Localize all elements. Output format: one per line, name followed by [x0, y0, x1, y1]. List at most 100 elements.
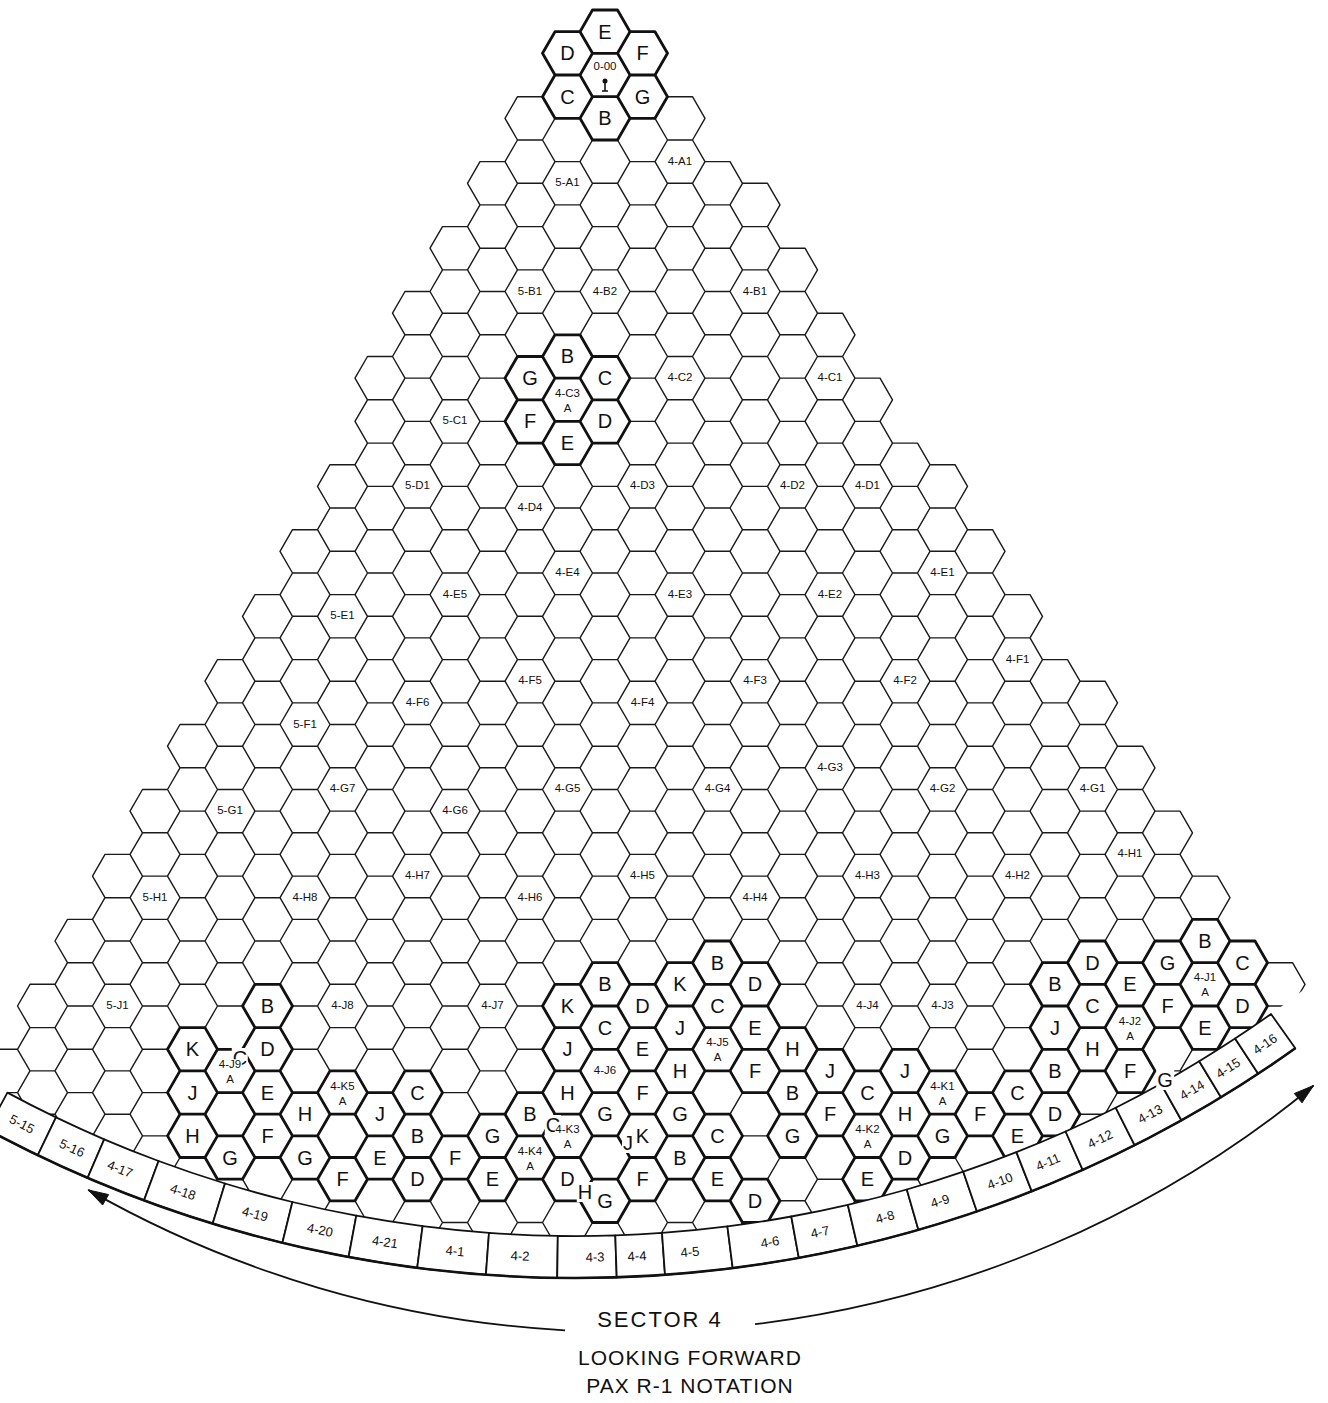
ring-segment [662, 1226, 733, 1274]
ring-cell: 4-4 [626, 1247, 648, 1263]
cell-letter: D [597, 411, 613, 431]
cluster-label: 4-B2 [592, 286, 618, 298]
cell-letter: F [335, 1169, 349, 1189]
cell-letter: G [596, 1104, 614, 1124]
cell-number: 4-1 [445, 1243, 465, 1260]
hex-cells [0, 10, 1305, 1266]
cell-number: 4-2 [510, 1248, 529, 1264]
cell-letter: J [187, 1083, 199, 1103]
cluster-label: 4-E1 [929, 567, 955, 579]
cell-letter: K [560, 996, 575, 1016]
cell-letter: D [1234, 996, 1250, 1016]
cluster-label: 4-E4 [554, 567, 580, 579]
cell-letter: D [1084, 953, 1100, 973]
cell-number: 4-4 [627, 1248, 647, 1264]
cell-number: 4-6 [760, 1233, 781, 1251]
cluster-label: 5-J1 [105, 1000, 129, 1012]
cell-letter: D [409, 1169, 425, 1189]
cluster-label: 4-K1 [929, 1081, 955, 1093]
sector-arc [88, 1086, 1313, 1331]
cell-letter: B [785, 1083, 800, 1103]
cell-letter: F [635, 1169, 649, 1189]
assembly-suffix: A [563, 403, 573, 415]
cluster-label: 4-B1 [742, 286, 768, 298]
cluster-label: 4-G2 [929, 784, 957, 796]
cluster-label: 0-00 [592, 61, 617, 73]
cell-letter: F [1160, 996, 1174, 1016]
cell-letter: F [973, 1104, 987, 1124]
assembly-suffix: A [563, 1139, 573, 1151]
cluster-label: 4-E5 [442, 589, 468, 601]
cell-letter: B [560, 346, 575, 366]
cell-letter: B [1047, 974, 1062, 994]
cluster-label: 4-G4 [704, 784, 732, 796]
assembly-suffix: A [938, 1096, 948, 1108]
cell-letter: C [559, 87, 575, 107]
ring-segment [486, 1233, 558, 1278]
arrowhead [88, 1190, 108, 1205]
cluster-label: 4-F4 [630, 697, 656, 709]
cell-letter: K [185, 1039, 200, 1059]
view-note: LOOKING FORWARD [577, 1347, 803, 1368]
cell-letter: D [747, 1191, 763, 1211]
cell-letter: B [522, 1104, 537, 1124]
cell-letter: J [622, 1133, 634, 1153]
cell-letter: G [296, 1148, 314, 1168]
cluster-label: 4-J7 [480, 1000, 504, 1012]
cell-letter: B [672, 1148, 687, 1168]
cluster-label: 4-C2 [667, 372, 694, 384]
cell-letter: E [860, 1169, 875, 1189]
cluster-label: 4-H7 [404, 870, 431, 882]
cluster-label: 4-A1 [667, 156, 693, 168]
cell-letter: B [597, 974, 612, 994]
cluster-label: 4-D3 [629, 481, 656, 493]
cell-letter: F [1123, 1061, 1137, 1081]
cluster-label: 4-J1 [1193, 973, 1217, 985]
cell-letter: H [1084, 1039, 1100, 1059]
cell-letter: J [562, 1039, 574, 1059]
cell-letter: C [597, 1018, 613, 1038]
cell-letter: G [934, 1126, 952, 1146]
cell-letter: G [634, 87, 652, 107]
center-marker [602, 83, 608, 91]
cell-letter: C [709, 996, 725, 1016]
cell-letter: G [521, 368, 539, 388]
cell-letter: D [897, 1148, 913, 1168]
cell-letter: D [559, 43, 575, 63]
ring-cell: 4-3 [584, 1249, 605, 1264]
cluster-label: 4-K4 [517, 1146, 543, 1158]
cell-letter: F [523, 411, 537, 431]
cluster-label: 4-C1 [817, 372, 844, 384]
cluster-label: 4-F5 [517, 675, 543, 687]
assembly-suffix: A [525, 1161, 535, 1173]
view-note: PAX R-1 NOTATION [585, 1375, 794, 1396]
cluster-label: 4-H8 [292, 892, 319, 904]
cluster-label: 4-E2 [817, 589, 843, 601]
cluster-label: 4-F2 [892, 675, 918, 687]
cell-letter: C [709, 1126, 725, 1146]
ring-segment [282, 1202, 356, 1257]
cluster-label: 4-D4 [517, 502, 544, 514]
cluster-label: 4-G1 [1079, 784, 1107, 796]
cell-letter: D [1047, 1104, 1063, 1124]
cluster-label: 4-C3 [554, 388, 581, 400]
cell-letter: C [409, 1083, 425, 1103]
cell-letter: E [597, 22, 612, 42]
cluster-label: 4-H6 [517, 892, 544, 904]
cell-letter: F [260, 1126, 274, 1146]
cell-letter: F [448, 1148, 462, 1168]
cluster-label: 5-F1 [292, 719, 318, 731]
cluster-label: 4-H4 [742, 892, 769, 904]
cluster-label: 4-J4 [855, 1000, 879, 1012]
center-marker [603, 79, 608, 84]
cell-letter: H [784, 1039, 800, 1059]
cell-letter: B [710, 953, 725, 973]
cluster-label: 5-A1 [554, 178, 580, 190]
cluster-label: 4-D1 [854, 481, 881, 493]
cell-letter: H [297, 1104, 313, 1124]
cell-letter: G [671, 1104, 689, 1124]
cell-letter: C [1234, 953, 1250, 973]
cluster-label: 4-J9 [218, 1059, 242, 1071]
assembly-suffix: A [713, 1053, 723, 1065]
